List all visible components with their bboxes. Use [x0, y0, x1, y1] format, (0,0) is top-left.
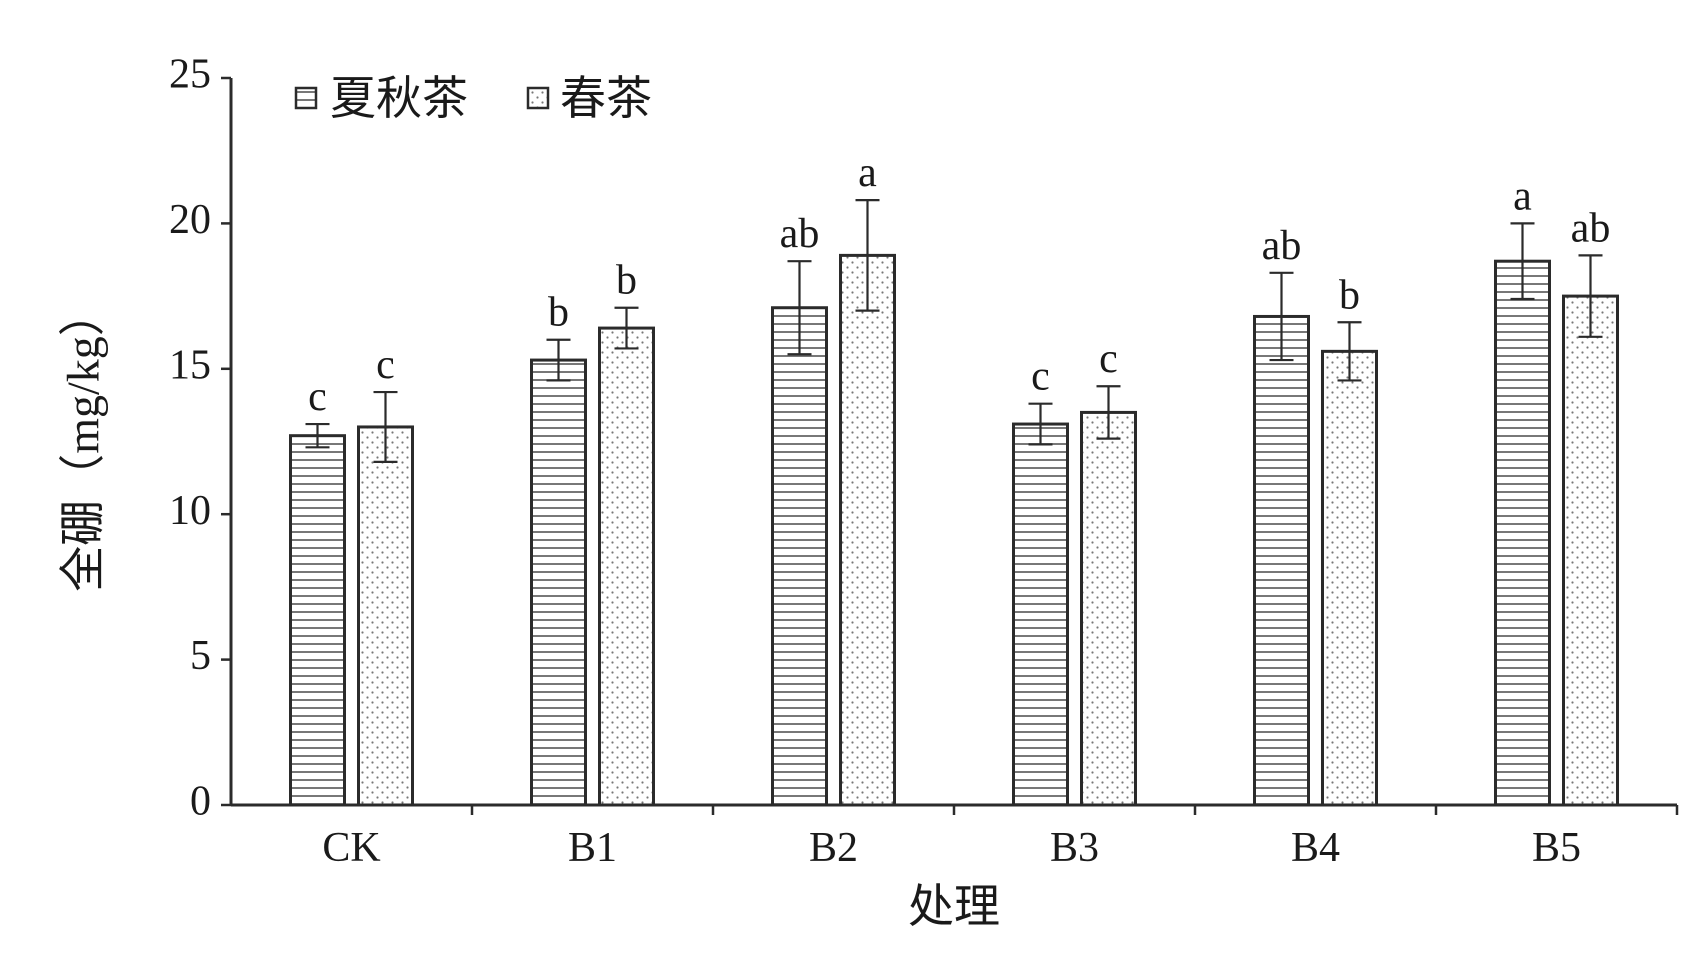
x-tick-label: CK	[322, 825, 380, 871]
significance-label: c	[1031, 354, 1050, 400]
bar	[771, 306, 828, 807]
significance-label: b	[548, 290, 569, 336]
significance-label: a	[1513, 173, 1532, 219]
y-tick-label: 10	[169, 488, 211, 534]
bar	[1562, 294, 1619, 807]
significance-label: a	[858, 150, 877, 196]
significance-label: c	[1099, 336, 1118, 382]
x-tick-label: B3	[1050, 825, 1099, 871]
y-tick-label: 20	[169, 197, 211, 243]
x-tick-label: B4	[1291, 825, 1340, 871]
bar	[357, 425, 414, 807]
significance-label: ab	[780, 211, 820, 257]
y-tick-label: 5	[190, 633, 211, 679]
axes	[229, 78, 1677, 807]
bar	[1012, 422, 1069, 807]
y-tick-label: 25	[169, 52, 211, 98]
legend: 夏秋茶 春茶	[294, 73, 652, 124]
legend-swatch-spring	[526, 86, 550, 110]
x-axis-title: 处理	[908, 881, 1000, 932]
bar	[1494, 259, 1551, 807]
bar	[530, 358, 587, 807]
y-tick-label: 15	[169, 342, 211, 388]
legend-swatch-summer-autumn	[294, 86, 318, 110]
bar	[1253, 314, 1310, 807]
bar	[289, 434, 346, 807]
significance-label: c	[308, 374, 327, 420]
bar	[598, 326, 655, 807]
y-tick-label: 0	[190, 779, 211, 825]
error-bars	[305, 199, 1603, 463]
significance-label: ab	[1262, 223, 1302, 269]
legend-label-spring: 春茶	[560, 73, 652, 124]
bar	[1321, 349, 1378, 807]
significance-label: c	[376, 342, 395, 388]
y-axis-title: 全硼（mg/kg）	[58, 290, 109, 592]
x-tick-label: B1	[568, 825, 617, 871]
bars	[289, 253, 1619, 807]
significance-label: b	[1339, 272, 1360, 318]
bar	[1080, 410, 1137, 807]
bar	[839, 253, 896, 807]
significance-label: b	[616, 258, 637, 304]
significance-label: ab	[1571, 205, 1611, 251]
x-tick-label: B5	[1532, 825, 1581, 871]
legend-label-summer-autumn: 夏秋茶	[330, 73, 468, 124]
x-tick-label: B2	[809, 825, 858, 871]
y-ticks: 0 5 10 15 20 25	[169, 52, 231, 825]
x-ticks: CK B1 B2 B3 B4 B5	[322, 805, 1679, 871]
